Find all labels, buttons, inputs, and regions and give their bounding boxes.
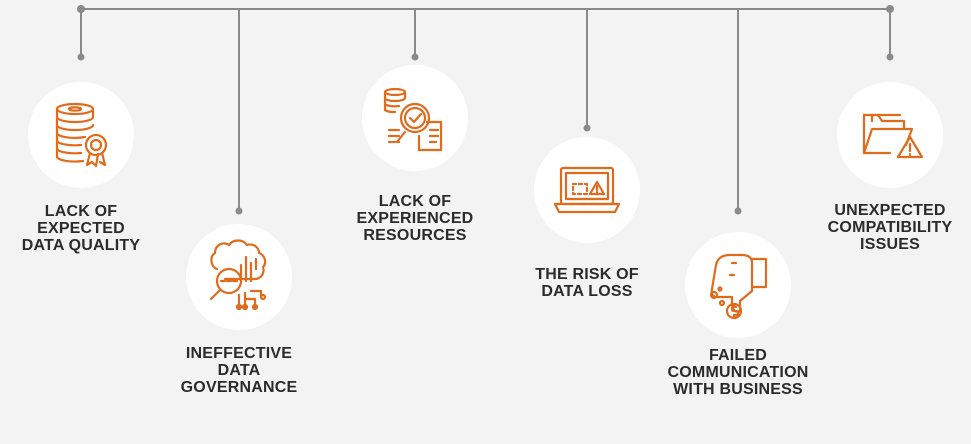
circle-experienced-resources <box>362 65 468 171</box>
label-compatibility-issues: UNEXPECTED COMPATIBILITY ISSUES <box>827 202 953 253</box>
label-data-governance: INEFFECTIVE DATA GOVERNANCE <box>180 345 298 396</box>
document-magnifier-check-icon <box>383 87 443 152</box>
circle-failed-communication <box>685 232 791 338</box>
brain-circuit-magnifier-icon <box>209 239 267 311</box>
laptop-warning-icon <box>553 166 621 214</box>
label-data-quality: LACK OF EXPECTED DATA QUALITY <box>21 203 141 254</box>
label-data-loss: THE RISK OF DATA LOSS <box>535 266 639 300</box>
connector-dots <box>77 53 894 215</box>
circle-data-quality <box>28 82 134 188</box>
label-failed-communication: FAILED COMMUNICATION WITH BUSINESS <box>667 347 809 398</box>
thumbs-down-coin-icon <box>709 253 768 320</box>
label-experienced-resources: LACK OF EXPERIENCED RESOURCES <box>356 193 474 244</box>
circle-compatibility-issues <box>837 82 943 188</box>
icon-circles <box>28 65 943 338</box>
folder-warning-icon <box>862 113 924 159</box>
circle-data-governance <box>186 224 292 330</box>
database-award-icon <box>55 102 108 168</box>
connectors <box>80 9 891 211</box>
